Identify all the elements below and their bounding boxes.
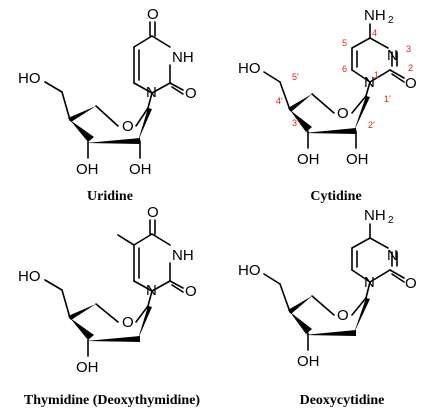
amine-subscript: 2 bbox=[388, 15, 394, 26]
hydroxyl-2prime: OH bbox=[129, 161, 152, 178]
hydroxyl-3prime: OH bbox=[76, 161, 99, 178]
ring-oxygen: O bbox=[337, 105, 349, 122]
caption-thymidine: Thymidine (Deoxythymidine) bbox=[24, 393, 201, 408]
atom-number-1prime: 1' bbox=[384, 94, 391, 104]
atom-number-4prime: 4' bbox=[276, 96, 283, 106]
glycosidic-nitrogen: N bbox=[364, 274, 375, 291]
carbonyl-oxygen: O bbox=[405, 75, 417, 92]
ring-nitrogen-n3: N bbox=[387, 247, 398, 264]
amine-subscript: 2 bbox=[388, 215, 394, 226]
glycosidic-nitrogen: N bbox=[364, 74, 375, 91]
hydroxyl-2prime: OH bbox=[346, 151, 369, 168]
carbonyl-oxygen: O bbox=[405, 275, 417, 292]
ring-oxygen: O bbox=[122, 314, 134, 331]
atom-number-3prime: 3' bbox=[292, 118, 299, 128]
atom-number-6: 6 bbox=[342, 64, 347, 74]
hydroxyl-5prime: HO bbox=[238, 60, 261, 77]
carbonyl-oxygen: O bbox=[185, 283, 197, 300]
atom-number-2: 2 bbox=[408, 63, 413, 73]
imide-nh: NH bbox=[172, 49, 194, 66]
atom-number-4: 4 bbox=[372, 28, 377, 38]
hydroxyl-3prime: OH bbox=[297, 353, 320, 370]
atom-number-1: 1 bbox=[374, 70, 379, 80]
amine-nh2: NH bbox=[364, 7, 386, 24]
hydroxyl-5prime: HO bbox=[18, 70, 41, 87]
hydroxyl-3prime: OH bbox=[297, 151, 320, 168]
atom-number-3: 3 bbox=[406, 44, 411, 54]
caption-uridine: Uridine bbox=[87, 189, 133, 204]
thymidine-structure: O NH O N O HO OH Thymidine (Deoxythymidi… bbox=[18, 204, 200, 408]
hydroxyl-3prime: OH bbox=[76, 359, 99, 376]
caption-cytidine: Cytidine bbox=[310, 189, 361, 204]
ring-oxygen: O bbox=[337, 307, 349, 324]
caption-deoxycytidine: Deoxycytidine bbox=[300, 393, 385, 408]
deoxycytidine-structure: NH 2 N O N O HO OH Deoxycytidine bbox=[238, 207, 417, 408]
imide-nh: NH bbox=[172, 247, 194, 264]
atom-number-2prime: 2' bbox=[368, 120, 375, 130]
carbonyl-oxygen: O bbox=[185, 85, 197, 102]
glycosidic-nitrogen: N bbox=[146, 282, 157, 299]
atom-number-5: 5 bbox=[342, 38, 347, 48]
glycosidic-nitrogen: N bbox=[146, 84, 157, 101]
atom-number-5prime: 5' bbox=[292, 72, 299, 82]
uridine-structure: O NH O N O HO OH OH Uridine bbox=[18, 6, 197, 204]
ring-oxygen: O bbox=[122, 118, 134, 135]
amine-nh2: NH bbox=[364, 207, 386, 224]
hydroxyl-5prime: HO bbox=[238, 262, 261, 279]
carbonyl-oxygen: O bbox=[147, 204, 159, 221]
ring-nitrogen-n3: N bbox=[387, 47, 398, 64]
cytidine-structure: NH 2 N O N O HO OH OH 1 2 3 4 5 6 1' 2' … bbox=[238, 7, 417, 204]
carbonyl-oxygen: O bbox=[147, 6, 159, 23]
hydroxyl-5prime: HO bbox=[18, 268, 41, 285]
